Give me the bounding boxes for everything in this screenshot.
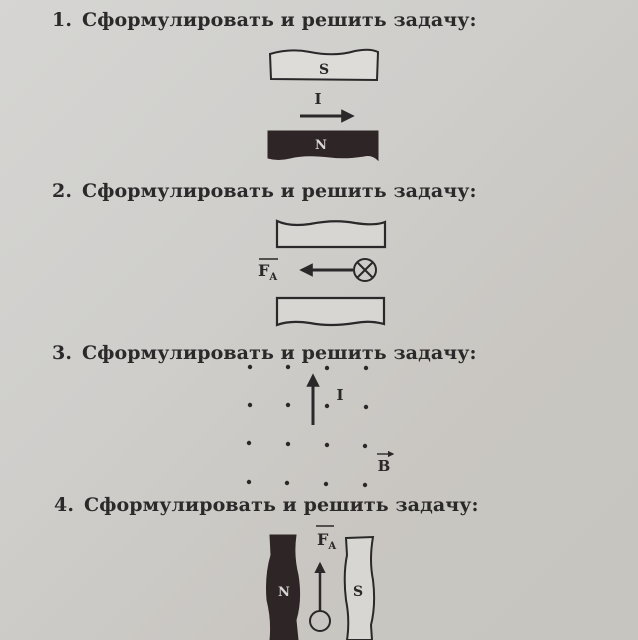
south-pole-label: S [319,62,329,78]
problem-title: Сформулировать и решить задачу: [84,494,479,516]
current-into-page-icon [353,258,377,282]
force-subscript: A [327,541,336,552]
force-symbol: F [317,530,329,549]
figure-3: I B [246,364,395,488]
top-magnet [275,219,387,249]
figure-2: FA [258,219,387,327]
current-label: I [336,386,343,404]
field-label: B [378,457,391,475]
south-magnet [268,48,380,82]
north-pole-label: N [315,138,327,153]
figure-1: S I N [267,48,380,162]
current-label: I [314,90,321,108]
problem-4-heading: 4. Сформулировать и решить задачу: [54,494,479,516]
bottom-magnet [275,296,386,327]
force-subscript: A [268,272,277,283]
problem-title: Сформулировать и решить задачу: [82,9,477,31]
problem-2-heading: 2. Сформулировать и решить задачу: [52,180,477,202]
north-magnet [266,534,301,640]
magnetic-field-dots [246,364,369,488]
problem-3-heading: 3. Сформулировать и решить задачу: [52,342,477,364]
problem-title: Сформулировать и решить задачу: [82,180,477,202]
force-label: FA [258,261,277,283]
problem-number: 4. [54,494,75,516]
south-magnet [343,535,376,640]
south-pole-label: S [353,584,363,600]
problem-number: 1. [52,9,73,31]
problem-number: 2. [52,180,73,202]
problem-number: 3. [52,342,73,364]
figure-4: N FA S [266,525,376,640]
force-symbol: F [258,261,270,280]
conductor-circle [309,610,331,632]
north-magnet [267,130,379,162]
problem-1-heading: 1. Сформулировать и решить задачу: [52,9,477,31]
force-label: FA [317,530,336,552]
north-pole-label: N [278,585,290,600]
problem-title: Сформулировать и решить задачу: [82,342,477,364]
